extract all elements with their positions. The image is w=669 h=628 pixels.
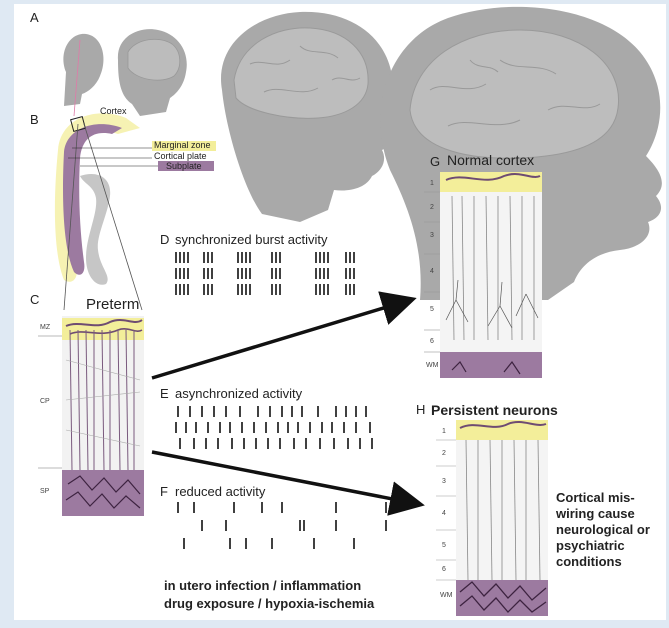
cortical-plate-label: Cortical plate [154, 151, 207, 161]
panel-label-e: E [160, 386, 169, 401]
h-layer-2: 2 [442, 450, 446, 457]
h-layer-6: 6 [442, 566, 446, 573]
subplate-label: Subplate [166, 161, 202, 171]
panel-label-d: D [160, 232, 169, 247]
panel-label-g: G [430, 154, 440, 169]
reduced-label: reduced activity [175, 484, 265, 499]
cp-label: CP [40, 398, 50, 405]
g-layer-4: 4 [430, 268, 434, 275]
h-layer-1: 1 [442, 428, 446, 435]
normal-cortex-title: Normal cortex [447, 152, 534, 168]
persistent-cortex [456, 420, 548, 616]
h-layer-4: 4 [442, 510, 446, 517]
panel-label-h: H [416, 402, 425, 417]
g-layer-1: 1 [430, 180, 434, 187]
h-layer-5: 5 [442, 542, 446, 549]
miswiring-text: Cortical mis- wiring cause neurological … [556, 490, 650, 570]
asynchronized-label: asynchronized activity [175, 386, 302, 401]
persistent-neurons-title: Persistent neurons [431, 402, 558, 418]
panel-label-c: C [30, 292, 39, 307]
g-layer-wm: WM [426, 362, 438, 369]
preterm-title: Preterm [86, 296, 139, 313]
panel-label-f: F [160, 484, 168, 499]
marginal-zone-label: Marginal zone [154, 140, 211, 150]
g-layer-6: 6 [430, 338, 434, 345]
mz-label: MZ [40, 324, 50, 331]
panel-label-a: A [30, 10, 39, 25]
synchronized-label: synchronized burst activity [175, 232, 327, 247]
sp-label: SP [40, 488, 49, 495]
h-layer-3: 3 [442, 478, 446, 485]
insults-line-1: in utero infection / inflammation [164, 578, 361, 593]
panel-label-b: B [30, 112, 39, 127]
cortex-label: Cortex [100, 106, 127, 116]
h-layer-wm: WM [440, 592, 452, 599]
g-layer-5: 5 [430, 306, 434, 313]
preterm-cortex [62, 316, 144, 516]
normal-cortex [440, 172, 542, 378]
g-layer-2: 2 [430, 204, 434, 211]
insults-line-2: drug exposure / hypoxia-ischemia [164, 596, 374, 611]
g-layer-3: 3 [430, 232, 434, 239]
